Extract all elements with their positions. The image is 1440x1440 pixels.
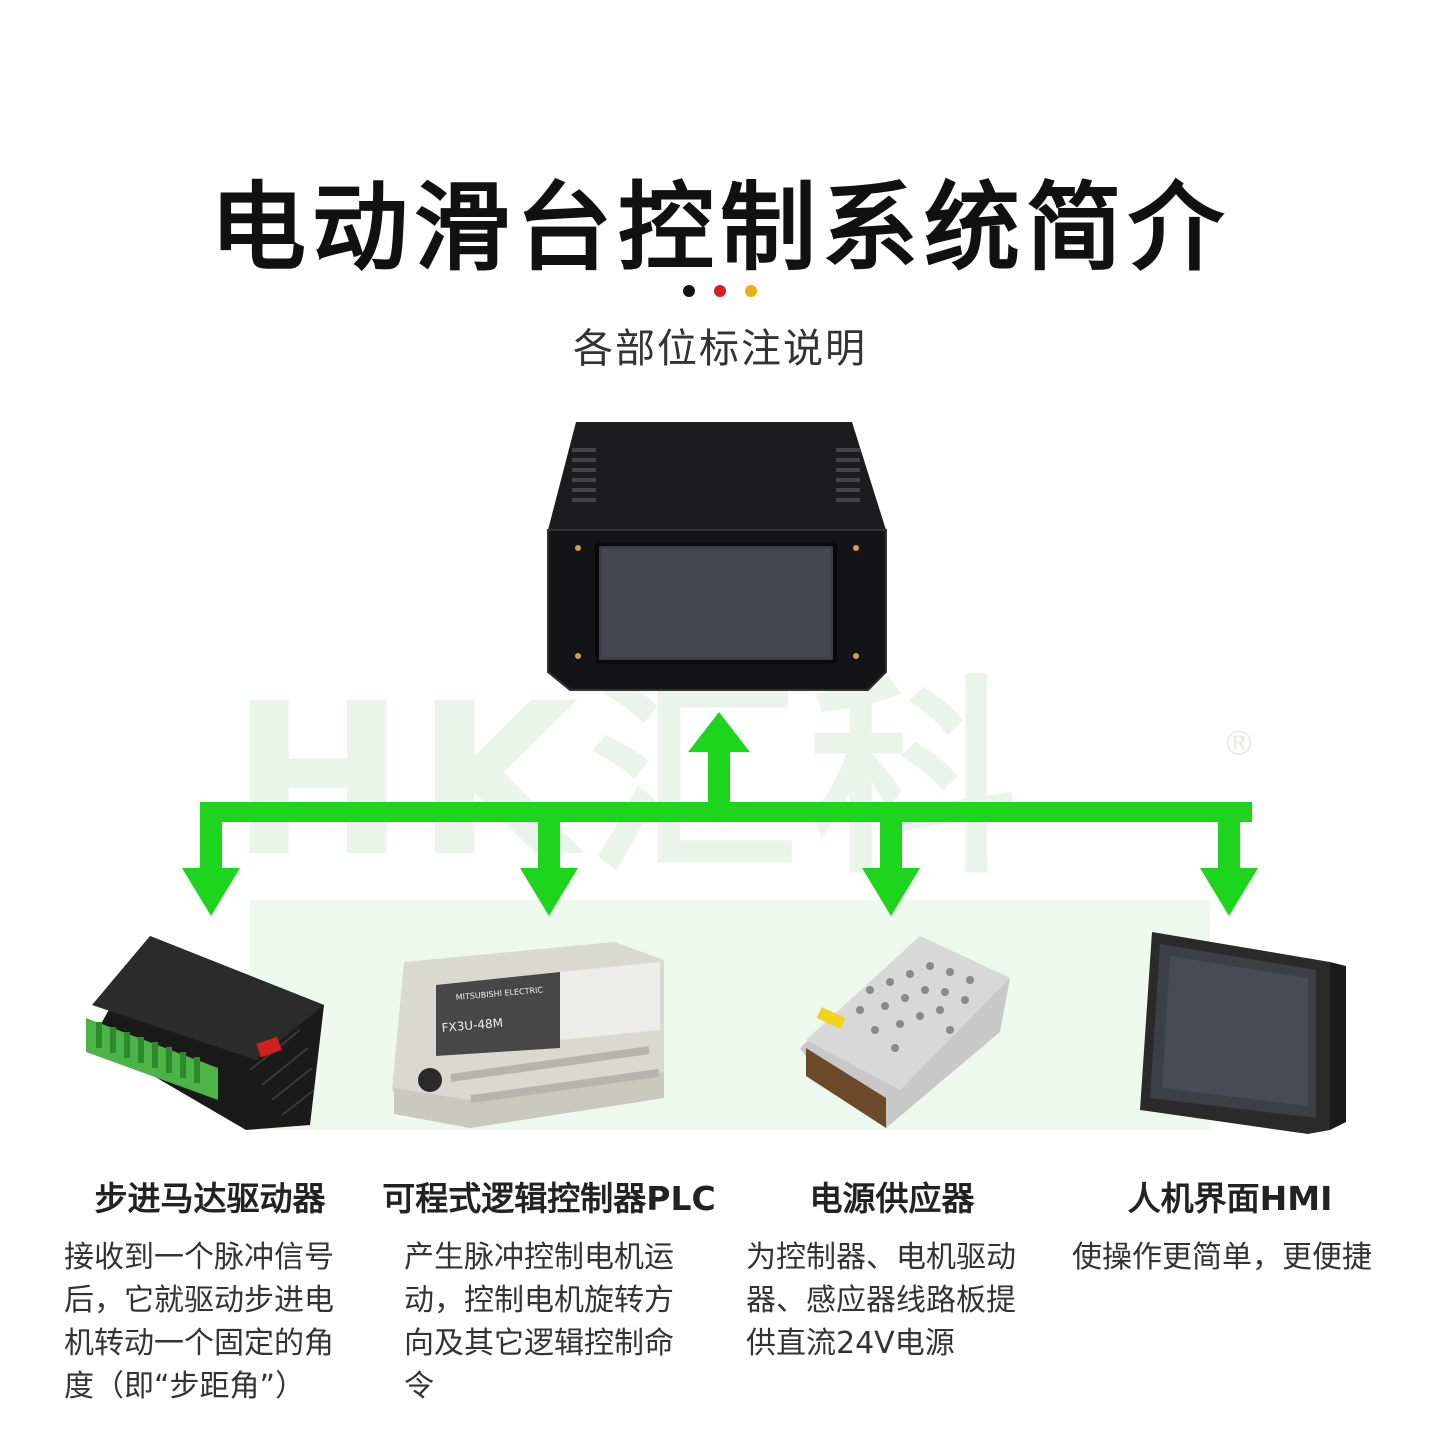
dot-black (682, 285, 695, 297)
desc-line: 为控制器、电机驱动 (746, 1240, 1016, 1275)
plc-image: FX3U-48M MITSUBISHI ELECTRIC (392, 942, 664, 1128)
desc-line: 机转动一个固定的角 (64, 1326, 334, 1361)
decorative-dots (0, 282, 1440, 301)
dot-yellow (745, 285, 758, 297)
stepper-driver-image (86, 936, 324, 1130)
desc-hmi: 使操作更简单，更便捷 (1072, 1236, 1372, 1279)
label-power-supply: 电源供应器 (809, 1179, 975, 1218)
dot-red (714, 285, 726, 297)
desc-line: 动，控制电机旋转方 (404, 1283, 674, 1318)
control-box-image (547, 422, 887, 691)
page-subtitle: 各部位标注说明 (573, 326, 867, 372)
label-plc: 可程式逻辑控制器PLC (382, 1179, 716, 1218)
desc-line: 接收到一个脉冲信号 (64, 1240, 334, 1275)
desc-stepper-driver: 接收到一个脉冲信号 后，它就驱动步进电 机转动一个固定的角 度（即“步距角”） (64, 1236, 334, 1408)
desc-power-supply: 为控制器、电机驱动 器、感应器线路板提 供直流24V电源 (746, 1236, 1016, 1365)
desc-line: 供直流24V电源 (746, 1326, 955, 1361)
desc-plc: 产生脉冲控制电机运 动，控制电机旋转方 向及其它逻辑控制命 令 (404, 1236, 674, 1408)
desc-line: 向及其它逻辑控制命 (404, 1326, 674, 1361)
label-stepper-driver: 步进马达驱动器 (94, 1179, 326, 1218)
desc-line: 产生脉冲控制电机运 (404, 1240, 674, 1275)
power-supply-image (800, 936, 1010, 1128)
hmi-image (1140, 932, 1346, 1134)
desc-line: 后，它就驱动步进电 (64, 1283, 334, 1318)
desc-line: 令 (404, 1369, 434, 1404)
registered-mark-icon: ® (1222, 724, 1256, 764)
page-title: 电动滑台控制系统简介 (210, 172, 1230, 284)
desc-line: 器、感应器线路板提 (746, 1283, 1016, 1318)
connection-arrows (182, 712, 1258, 916)
label-hmi: 人机界面HMI (1127, 1179, 1333, 1218)
desc-line: 度（即“步距角”） (64, 1369, 306, 1404)
desc-line: 使操作更简单，更便捷 (1072, 1240, 1372, 1275)
plc-model-label: FX3U-48M (441, 1016, 503, 1035)
